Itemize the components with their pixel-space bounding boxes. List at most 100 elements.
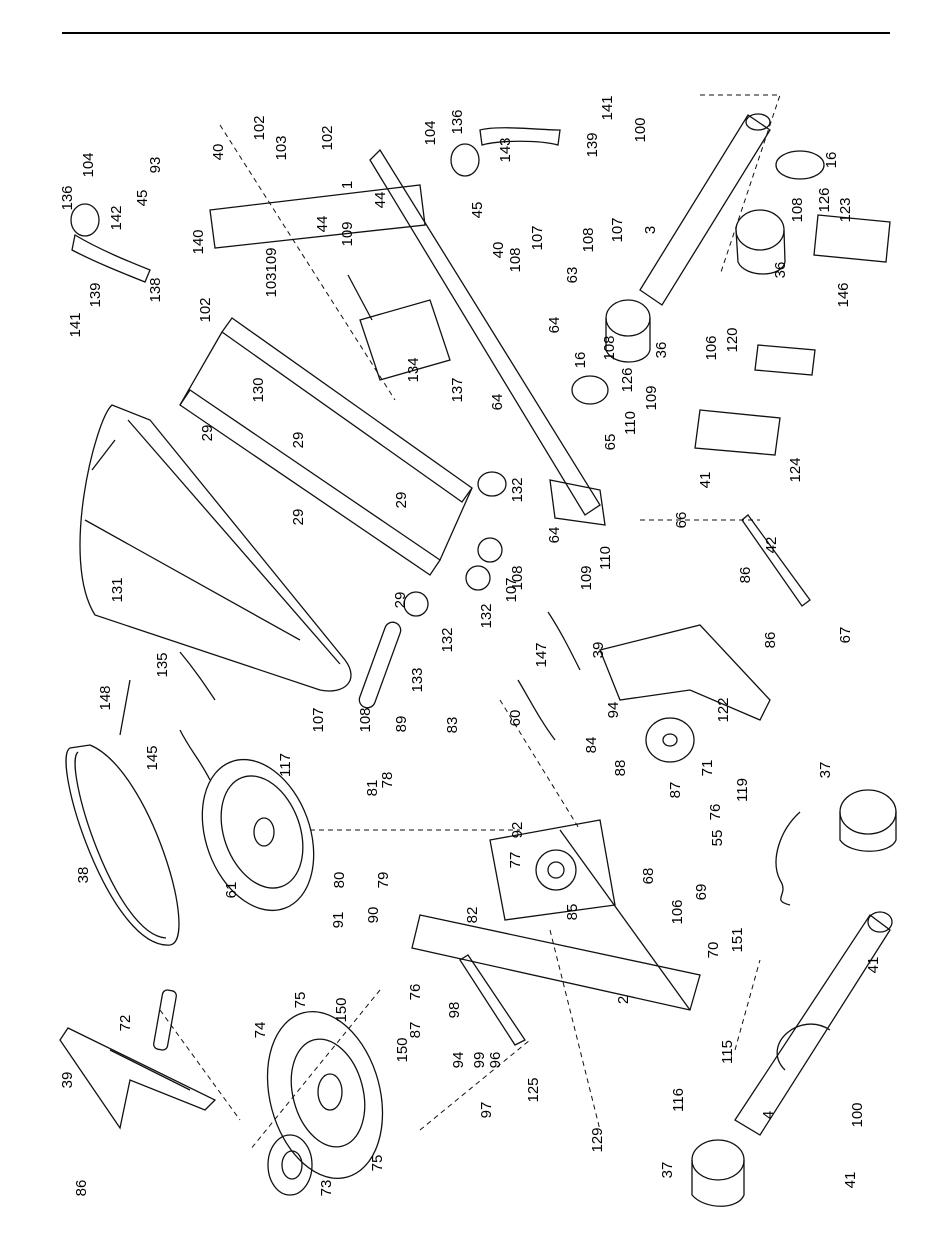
part-label-p41b: 41	[865, 957, 882, 974]
part-label-p141b: 141	[599, 95, 616, 120]
part-label-p102a: 102	[251, 115, 268, 140]
part-label-p29b: 29	[290, 432, 307, 449]
part-label-p80: 80	[331, 872, 348, 889]
part-label-p102b: 102	[319, 125, 336, 150]
part-label-p84: 84	[583, 737, 600, 754]
part-label-p29c: 29	[393, 492, 410, 509]
part-label-p126b: 126	[816, 187, 833, 212]
end-cap-rear	[691, 1139, 745, 1207]
part-label-p98: 98	[446, 1002, 463, 1019]
right-mount-plate	[599, 624, 771, 721]
part-label-p96: 96	[487, 1052, 504, 1069]
part-label-p86a: 86	[737, 567, 754, 584]
part-label-p41a: 41	[697, 472, 714, 489]
part-label-p120: 120	[724, 327, 741, 352]
part-label-p77: 77	[507, 852, 524, 869]
part-label-p107d: 107	[310, 707, 327, 732]
link-bar	[741, 514, 811, 607]
left-mount-plate	[59, 1027, 217, 1130]
assembly-lines	[159, 94, 781, 1151]
part-label-p110b: 110	[597, 546, 614, 570]
part-label-p87b: 87	[407, 1022, 424, 1039]
roller	[358, 621, 402, 709]
part-label-p68: 68	[640, 868, 657, 885]
part-label-p86c: 86	[73, 1180, 90, 1197]
part-label-p55: 55	[709, 830, 726, 847]
gear-left	[403, 591, 429, 617]
part-label-p36a: 36	[772, 262, 789, 279]
part-label-p143: 143	[497, 137, 514, 162]
part-label-p74: 74	[252, 1022, 269, 1039]
part-label-p102c: 102	[197, 297, 214, 322]
part-label-p99: 99	[471, 1052, 488, 1069]
electronics-box	[694, 344, 816, 456]
rear-tube	[734, 911, 893, 1136]
gear-top	[477, 471, 507, 497]
wire-harness-145	[179, 729, 211, 781]
part-label-p109d: 109	[578, 565, 595, 590]
part-label-p123: 123	[837, 197, 854, 222]
motor-bracket	[489, 819, 616, 921]
wheel-lower	[70, 203, 100, 237]
gear-low	[465, 565, 491, 591]
part-label-p71: 71	[699, 760, 716, 777]
part-label-p64a: 64	[546, 317, 563, 334]
wire-harness-147	[547, 611, 581, 671]
part-label-p106b: 106	[669, 899, 686, 924]
roller-cylinder-mid	[605, 299, 651, 363]
wire-harness-60	[517, 679, 556, 741]
shaft	[153, 989, 177, 1051]
part-label-p108c: 108	[601, 335, 618, 360]
part-label-p107a: 107	[529, 225, 546, 250]
part-label-p37a: 37	[817, 762, 834, 779]
part-label-p126a: 126	[619, 367, 636, 392]
part-label-p63: 63	[564, 267, 581, 284]
part-label-p108a: 108	[507, 247, 524, 272]
end-cap-front	[839, 789, 897, 852]
part-label-p134: 134	[405, 357, 422, 382]
roller-cylinder-top	[735, 209, 786, 275]
part-label-p75b: 75	[369, 1155, 386, 1172]
part-label-p124: 124	[787, 457, 804, 482]
wire-148	[119, 679, 131, 736]
hood-cover	[79, 404, 352, 692]
part-label-p42: 42	[763, 537, 780, 554]
part-label-p16b: 16	[572, 352, 589, 369]
part-label-p78: 78	[379, 772, 396, 789]
cap-upper	[775, 150, 825, 180]
part-label-p29a: 29	[199, 425, 216, 442]
part-label-p100a: 100	[632, 117, 649, 142]
part-label-p129: 129	[589, 1127, 606, 1152]
hub	[267, 1134, 313, 1196]
part-label-p90: 90	[365, 907, 382, 924]
drive-motor	[347, 274, 451, 381]
part-label-p132a: 132	[509, 477, 526, 502]
drive-belt	[65, 744, 180, 946]
part-label-p93: 93	[147, 157, 164, 174]
wheel-upper	[450, 143, 480, 177]
part-label-p117: 117	[277, 753, 294, 777]
part-label-p76b: 76	[407, 984, 424, 1001]
part-label-p79: 79	[375, 872, 392, 889]
part-label-p148: 148	[97, 685, 114, 710]
part-label-p37b: 37	[659, 1162, 676, 1179]
main-frame	[411, 829, 701, 1046]
part-label-p130: 130	[250, 377, 267, 402]
part-label-p116: 116	[670, 1088, 687, 1112]
part-label-p3: 3	[642, 226, 659, 234]
part-label-p125: 125	[525, 1077, 542, 1102]
part-label-p104a: 104	[80, 152, 97, 177]
part-label-p146: 146	[835, 282, 852, 307]
part-label-p108d: 108	[789, 197, 806, 222]
part-label-p145: 145	[144, 745, 161, 770]
part-label-p136b: 136	[449, 109, 466, 134]
part-label-p103a: 103	[273, 135, 290, 160]
part-label-p142: 142	[108, 205, 125, 230]
part-label-p89: 89	[393, 716, 410, 733]
part-label-p140: 140	[190, 229, 207, 254]
part-label-p87a: 87	[667, 782, 684, 799]
deck-frame	[179, 317, 473, 576]
